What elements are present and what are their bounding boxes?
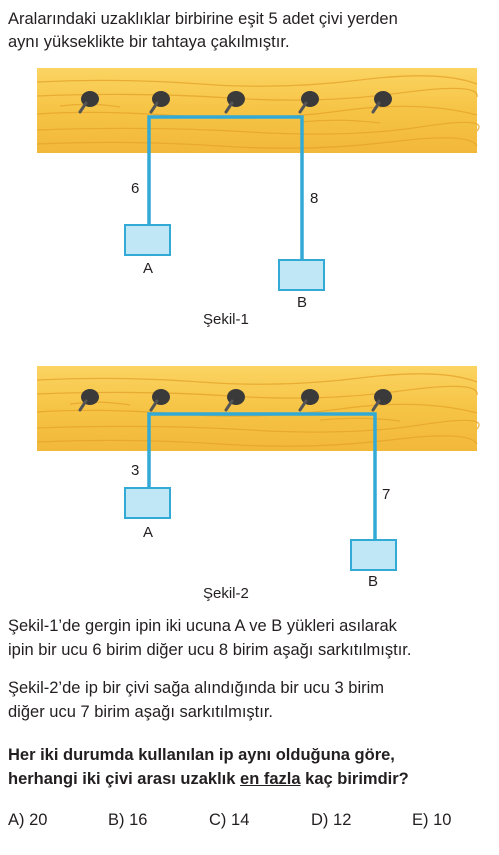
paragraph-1-line-2: ipin bir ucu 6 birim diğer ucu 8 birim a… [8, 641, 412, 659]
figure-1 [36, 68, 480, 291]
paragraph-2: Şekil-2’de ip bir çivi sağa alındığında … [8, 676, 492, 724]
choice-d[interactable]: D) 12 [311, 811, 351, 830]
figure-1-weight-a-label: A [143, 260, 154, 277]
nail-2 [149, 389, 170, 412]
nail-1 [78, 389, 99, 412]
figure-2-caption: Şekil-2 [203, 585, 249, 602]
intro-line-2: aynı yükseklikte bir tahtaya çakılmıştır… [8, 33, 290, 51]
weight-a [124, 224, 171, 256]
nail-3 [224, 389, 245, 412]
paragraph-1: Şekil-1’de gergin ipin iki ucuna A ve B … [8, 614, 492, 662]
question: Her iki durumda kullanılan ip aynı olduğ… [8, 743, 492, 791]
weight-a [124, 487, 171, 519]
weight-b [278, 259, 325, 291]
nail-2 [149, 91, 170, 114]
figure-1-caption: Şekil-1 [203, 311, 249, 328]
intro-line-1: Aralarındaki uzaklıklar birbirine eşit 5… [8, 10, 398, 28]
wooden-board [37, 366, 477, 451]
paragraph-1-line-1: Şekil-1’de gergin ipin iki ucuna A ve B … [8, 617, 397, 635]
choice-c[interactable]: C) 14 [209, 811, 249, 830]
nail-4 [298, 389, 319, 412]
question-emphasis: en fazla [240, 770, 301, 788]
weight-b [350, 539, 397, 571]
choice-e[interactable]: E) 10 [412, 811, 451, 830]
choice-value: 10 [433, 811, 452, 829]
nail-5 [371, 389, 392, 412]
choice-letter: E) [412, 811, 429, 829]
figure-1-right-length: 8 [310, 190, 319, 207]
choice-value: 12 [333, 811, 352, 829]
figure-2-left-length: 3 [131, 462, 140, 479]
figure-2-right-length: 7 [382, 486, 391, 503]
choice-letter: C) [209, 811, 227, 829]
choice-letter: B) [108, 811, 125, 829]
nail-1 [78, 91, 99, 114]
question-line-1: Her iki durumda kullanılan ip aynı olduğ… [8, 746, 395, 764]
choice-letter: D) [311, 811, 329, 829]
choice-value: 16 [129, 811, 148, 829]
wood-grain [36, 373, 480, 447]
question-line-2-end: kaç birimdir? [300, 770, 409, 788]
choice-value: 14 [231, 811, 250, 829]
question-line-2: herhangi iki çivi arası uzaklık en fazla… [8, 767, 492, 791]
paragraph-2-line-1: Şekil-2’de ip bir çivi sağa alındığında … [8, 679, 385, 697]
choice-value: 20 [29, 811, 48, 829]
question-line-2-start: herhangi iki çivi arası uzaklık [8, 770, 241, 788]
rope [147, 115, 304, 262]
nail-5 [371, 91, 392, 114]
figure-2 [36, 366, 480, 571]
wooden-board [37, 68, 477, 153]
figure-2-weight-b-label: B [368, 573, 379, 590]
nail-4 [298, 91, 319, 114]
figure-2-weight-a-label: A [143, 524, 154, 541]
figure-1-left-length: 6 [131, 180, 140, 197]
rope [147, 412, 377, 542]
choice-letter: A) [8, 811, 25, 829]
choice-a[interactable]: A) 20 [8, 811, 47, 830]
nail-3 [224, 91, 245, 114]
choice-b[interactable]: B) 16 [108, 811, 147, 830]
figure-1-weight-b-label: B [297, 294, 308, 311]
paragraph-2-line-2: diğer ucu 7 birim aşağı sarkıtılmıştır. [8, 703, 274, 721]
